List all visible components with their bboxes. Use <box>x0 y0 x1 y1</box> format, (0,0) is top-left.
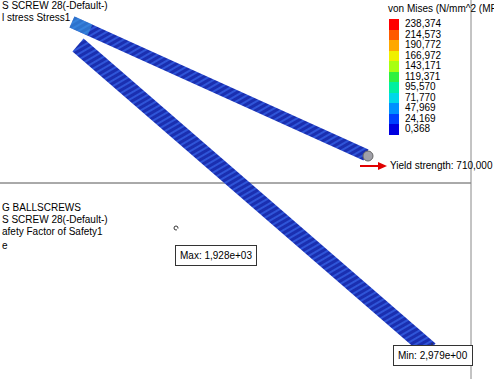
legend-value: 190,772 <box>405 39 441 50</box>
callout-text: Max: 1,928e+03 <box>180 250 252 261</box>
color-bar-segment <box>389 124 399 135</box>
legend-value: 143,171 <box>405 60 441 71</box>
color-bar-segment <box>389 30 399 41</box>
panel-border <box>471 0 472 379</box>
color-bar-segment <box>389 61 399 72</box>
legend-value: 119,371 <box>405 71 440 82</box>
ball-screw-end <box>72 22 90 30</box>
leader-line <box>177 229 211 244</box>
legend-value: 214,573 <box>405 29 441 40</box>
color-bar-segment <box>389 19 399 30</box>
study-label: e <box>2 240 8 252</box>
legend-value: 47,969 <box>405 102 436 113</box>
color-bar-segment <box>389 82 399 93</box>
fixture-symbol <box>363 151 373 161</box>
legend-value: 238,374 <box>405 18 441 29</box>
color-bar-segment <box>389 72 399 83</box>
color-bar-segment <box>389 93 399 104</box>
color-bar-segment <box>389 40 399 51</box>
legend-title: von Mises (N/mm^2 (MPa)) <box>388 3 494 15</box>
probe-callout: Min: 2,979e+00 <box>393 345 473 366</box>
callout-text: Min: 2,979e+00 <box>398 350 467 361</box>
study-label: S SCREW 28(-Default-) <box>2 214 108 226</box>
study-label: S SCREW 28(-Default-) <box>2 0 108 12</box>
ball-screw <box>78 45 430 350</box>
legend-value: 24,169 <box>405 113 436 124</box>
yield-arrow-head <box>378 162 387 170</box>
probe-callout: Max: 1,928e+03 <box>175 245 257 266</box>
color-bar-segment <box>389 103 399 114</box>
color-bar-segment <box>389 51 399 62</box>
yield-label: Yield strength: 710,000 <box>390 160 492 172</box>
study-label: G BALLSCREWS <box>2 202 81 214</box>
legend-value: 95,570 <box>405 81 436 92</box>
legend-value: 0,368 <box>405 123 430 134</box>
study-label: afety Factor of Safety1 <box>2 226 103 238</box>
legend-value: 71,770 <box>405 92 436 103</box>
study-label: l stress Stress1 <box>2 12 70 24</box>
color-bar-segment <box>389 114 399 125</box>
yield-arrow <box>360 165 380 167</box>
legend-value: 166,972 <box>405 50 441 61</box>
